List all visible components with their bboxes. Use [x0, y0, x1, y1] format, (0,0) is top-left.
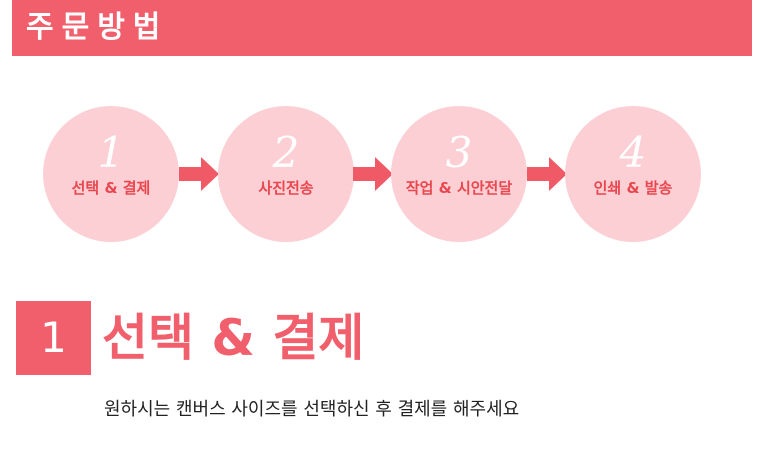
right-arrow-icon — [353, 157, 393, 191]
step-1-label: 선택 & 결제 — [71, 179, 151, 197]
section-title: 선택 & 결제 — [102, 309, 365, 367]
step-3-circle: 3 작업 & 시안전달 — [391, 106, 527, 242]
step-1-circle: 1 선택 & 결제 — [43, 106, 179, 242]
page-title: 주문방법 — [26, 10, 169, 45]
step-3-label: 작업 & 시안전달 — [405, 179, 513, 197]
section-description: 원하시는 캔버스 사이즈를 선택하신 후 결제를 해주세요 — [104, 399, 520, 420]
step-1-number: 1 — [97, 128, 125, 177]
step-4-number: 4 — [619, 128, 647, 177]
step-4-circle: 4 인쇄 & 발송 — [565, 106, 701, 242]
step-2-number: 2 — [272, 128, 300, 177]
step-3-number: 3 — [445, 128, 473, 177]
header-bar: 주문방법 — [12, 0, 752, 56]
right-arrow-icon — [527, 157, 567, 191]
section-number-badge: 1 — [16, 301, 91, 375]
step-4-label: 인쇄 & 발송 — [593, 179, 673, 197]
step-2-circle: 2 사진전송 — [218, 106, 354, 242]
right-arrow-icon — [179, 157, 219, 191]
step-2-label: 사진전송 — [258, 179, 314, 197]
